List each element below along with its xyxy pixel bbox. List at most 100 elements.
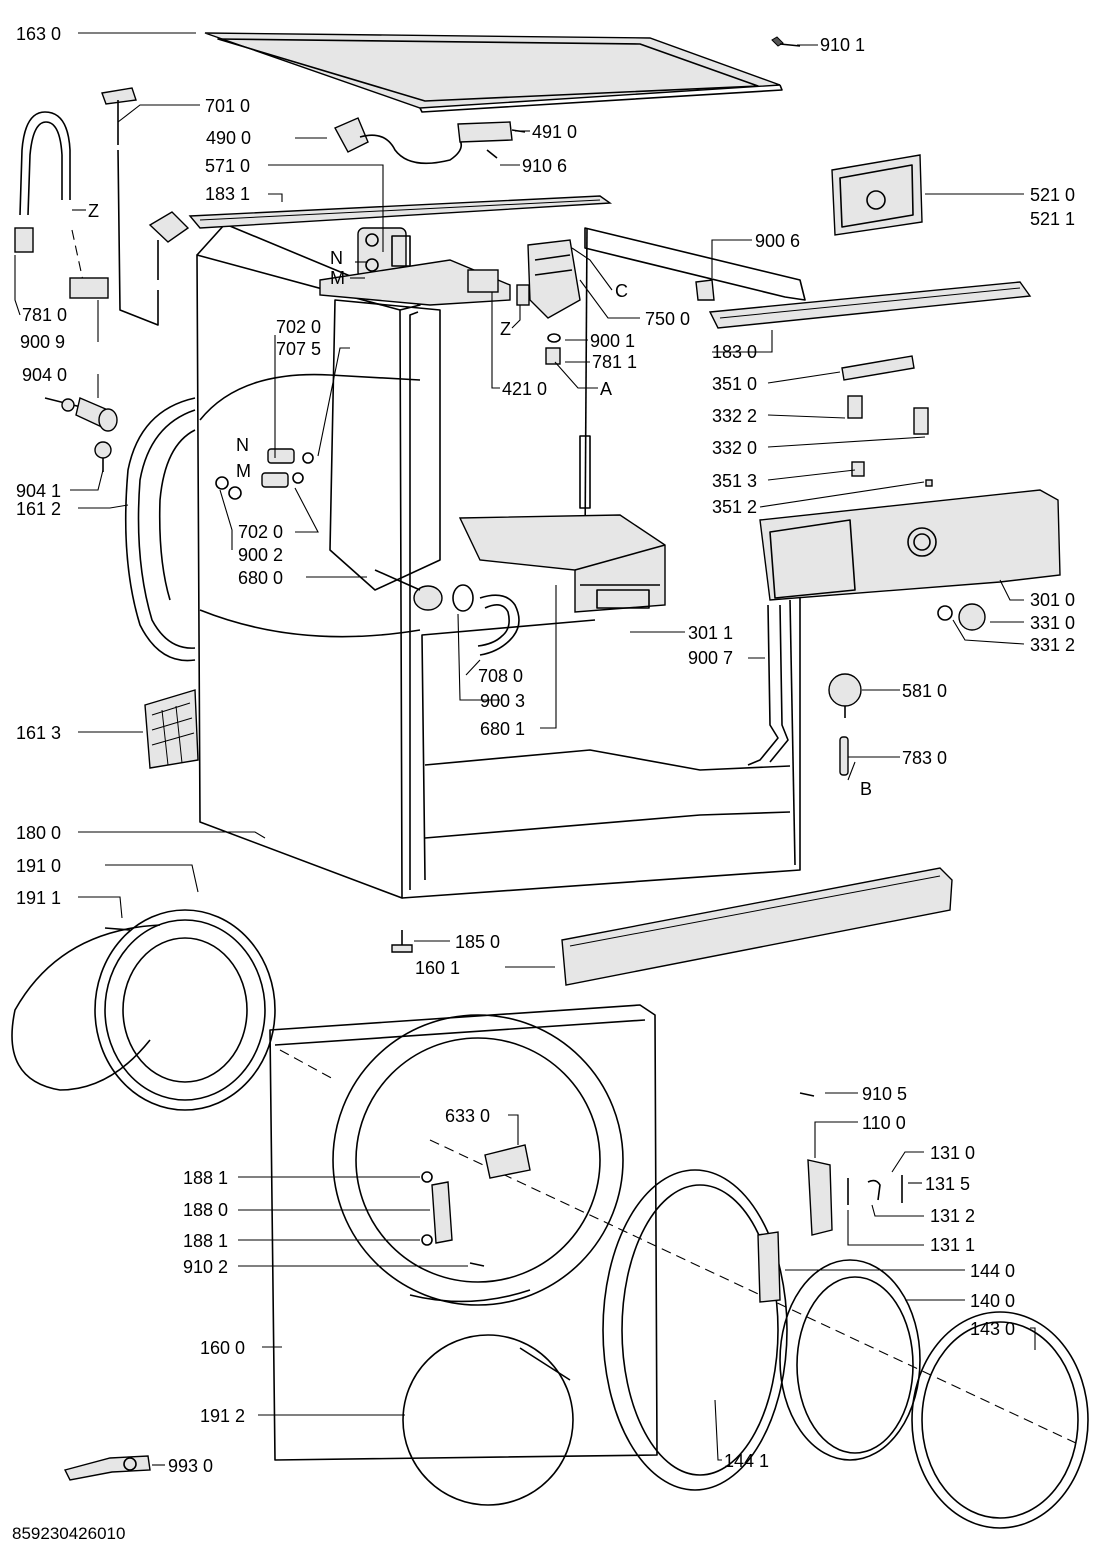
pump-filter-part: [44, 397, 118, 432]
callout-label: 183 0: [712, 342, 757, 362]
callout-label: 783 0: [902, 748, 947, 768]
rod-part: [839, 736, 849, 776]
callout-label: 143 0: [970, 1319, 1015, 1339]
axis-line: [279, 1049, 336, 1081]
axis-line: [429, 1139, 1081, 1446]
inlet-hose-part: [14, 111, 71, 253]
kickplate-part: [561, 867, 953, 986]
callout-label: 904 0: [22, 365, 67, 385]
pressure-chamber-part: [527, 239, 581, 319]
callout-label: 900 7: [688, 648, 733, 668]
callout-label: 680 1: [480, 719, 525, 739]
callout-label: M: [330, 268, 345, 288]
callout-label: 351 2: [712, 497, 757, 517]
callout-label: 750 0: [645, 309, 690, 329]
pump-cap-part: [94, 441, 112, 472]
callout-label: 131 0: [930, 1143, 975, 1163]
top-cover-part: [204, 32, 783, 113]
pressure-switch-part: [828, 673, 862, 718]
hose-connector-part: [148, 211, 190, 280]
callout-label: 332 0: [712, 438, 757, 458]
callout-label: 332 2: [712, 406, 757, 426]
callout-label: 993 0: [168, 1456, 213, 1476]
leader-lines: [14, 32, 1036, 1466]
callout-label: 701 0: [205, 96, 250, 116]
connector-part: [545, 333, 561, 365]
callout-label: 191 2: [200, 1406, 245, 1426]
dispenser-housing-part: [319, 259, 511, 611]
callout-label: 180 0: [16, 823, 61, 843]
callout-label: 188 1: [183, 1231, 228, 1251]
callout-label: 702 0: [238, 522, 283, 542]
callout-label: 163 0: [16, 24, 61, 44]
callout-label: 900 1: [590, 331, 635, 351]
document-code: 859230426010: [12, 1524, 125, 1543]
callout-label: 910 1: [820, 35, 865, 55]
screw-part: [771, 36, 801, 47]
level-sensor-part: [467, 269, 530, 306]
callout-label: 904 1: [16, 481, 61, 501]
screw-part: [799, 1092, 815, 1097]
callout-label: 191 1: [16, 888, 61, 908]
callout-label: B: [860, 779, 872, 799]
detergent-drawer-part: [458, 514, 666, 613]
tube-part: [101, 87, 159, 326]
callout-label: Z: [500, 319, 511, 339]
clip-part: [695, 279, 715, 301]
hose-clip-part: [69, 277, 109, 299]
callout-label: 144 0: [970, 1261, 1015, 1281]
door-ring-part: [911, 1311, 1089, 1529]
push-button-part: [841, 355, 915, 381]
callout-label: 131 1: [930, 1235, 975, 1255]
callout-label: 491 0: [532, 122, 577, 142]
callout-label: 140 0: [970, 1291, 1015, 1311]
door-glass-part: [779, 1259, 921, 1461]
console-rail-part: [708, 281, 1032, 329]
callout-label: 188 1: [183, 1168, 228, 1188]
callout-label: 421 0: [502, 379, 547, 399]
inlet-valve-part: [357, 227, 411, 279]
clamp-ring-part: [402, 1334, 574, 1506]
callout-label: 900 2: [238, 545, 283, 565]
door-gasket-part: [11, 909, 276, 1111]
callout-label: 160 0: [200, 1338, 245, 1358]
control-panel-part: [759, 489, 1061, 601]
door-seal-frame-part: [124, 397, 196, 662]
callout-label: 161 3: [16, 723, 61, 743]
handle-pin-part: [847, 1175, 903, 1205]
callout-label: 900 3: [480, 691, 525, 711]
callout-label: 910 5: [862, 1084, 907, 1104]
callout-label: 301 1: [688, 623, 733, 643]
callout-label: 331 2: [1030, 635, 1075, 655]
interference-filter-part: [457, 121, 526, 143]
callout-label: 708 0: [478, 666, 523, 686]
vent-grille-part: [144, 689, 199, 769]
wiring-harness-part: [747, 604, 789, 766]
callout-label: 301 0: [1030, 590, 1075, 610]
callout-label: Z: [88, 201, 99, 221]
callout-label: 331 0: [1030, 613, 1075, 633]
cabinet-body-part: [196, 223, 806, 899]
callout-label: A: [600, 379, 612, 399]
callout-label: 900 9: [20, 332, 65, 352]
door-frame-part: [602, 1169, 788, 1491]
callout-label: 144 1: [724, 1451, 769, 1471]
callout-label: 521 0: [1030, 185, 1075, 205]
callout-label: M: [236, 461, 251, 481]
light-guide-part: [851, 461, 933, 487]
callout-label: 781 0: [22, 305, 67, 325]
callout-label: 351 3: [712, 471, 757, 491]
callout-label: 110 0: [862, 1113, 906, 1133]
callout-label: N: [236, 435, 249, 455]
foot-part: [391, 930, 413, 953]
top-rail-part: [188, 195, 613, 229]
callout-label: 680 0: [238, 568, 283, 588]
callout-label: 521 1: [1030, 209, 1075, 229]
hinge-part: [421, 1171, 453, 1246]
screw-part: [469, 1262, 485, 1267]
knob-part: [937, 603, 986, 631]
callout-label: 161 2: [16, 499, 61, 519]
callout-labels: 163 0 910 1 701 0 490 0 491 0 571 0 910 …: [12, 24, 1075, 1543]
callout-label: C: [615, 281, 628, 301]
